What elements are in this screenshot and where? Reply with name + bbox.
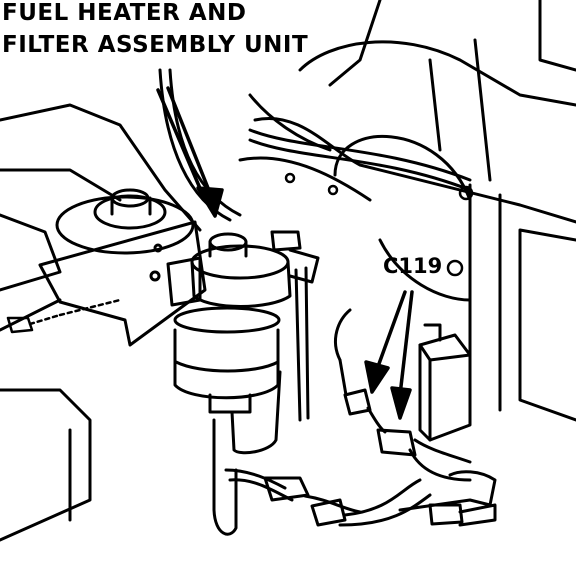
firewall-panel — [238, 0, 576, 422]
title-line-2: FILTER ASSEMBLY UNIT — [2, 32, 309, 58]
title-line-1: FUEL HEATER AND — [2, 0, 247, 26]
lower-harness — [212, 418, 497, 536]
mounting-screw — [6, 298, 122, 334]
c119-arrow-line-left — [374, 290, 407, 374]
c119-arrow-head-left — [364, 360, 390, 394]
connector-label: C119 — [383, 254, 443, 278]
c119-connector — [334, 308, 472, 482]
pointer-arrows — [156, 86, 414, 420]
title-arrow-line-2 — [156, 88, 207, 202]
fuel-filter-assembly — [166, 230, 320, 455]
title-arrow-line — [166, 86, 214, 200]
c119-arrow-line-right — [398, 290, 414, 397]
panel-bolts — [284, 172, 474, 277]
title-arrow-head — [196, 186, 224, 218]
c119-arrow-head-right — [390, 386, 412, 420]
